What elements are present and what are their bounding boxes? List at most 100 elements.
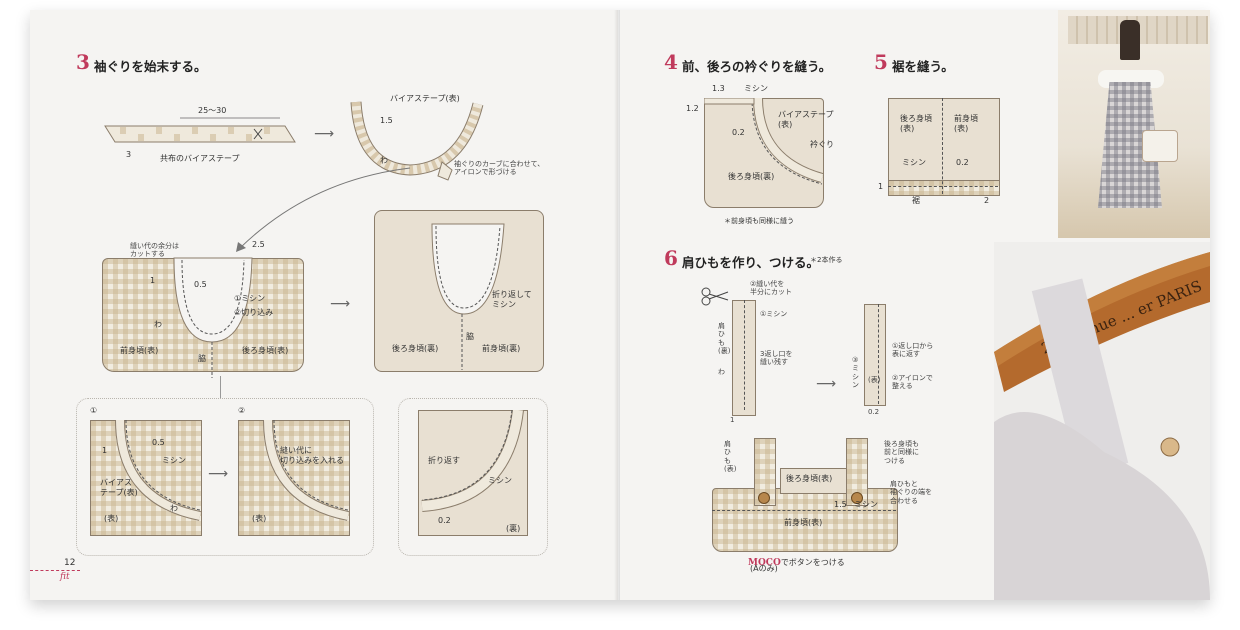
s6-sew3: ③ミシン: [852, 356, 859, 390]
arrow-right-icon: ⟶: [816, 376, 837, 392]
curved-bias-tape: [350, 101, 484, 181]
s5-d02: 0.2: [956, 158, 969, 167]
detail2-num: ②: [238, 406, 246, 415]
s4-back: 後ろ身頃(裏): [728, 172, 775, 181]
step-4-title: 前、後ろの衿ぐりを縫う。: [682, 59, 832, 74]
connector-line: [220, 376, 222, 398]
s5-fabric: [888, 98, 1000, 182]
button-left-icon: [758, 492, 770, 504]
sewing-label: ①ミシン: [234, 294, 266, 303]
inside-back: 後ろ身頃(裏): [392, 344, 439, 353]
s6b-button: でボタンをつける: [780, 558, 845, 567]
detail2-note: 縫い代に 切り込みを入れる: [280, 446, 344, 465]
detail2-front: (表): [252, 514, 267, 523]
page-number-left: 12: [64, 558, 76, 568]
right-page: 4 前、後ろの衿ぐりを縫う。 1.3 1.2 ミシン 0.2 バイアステープ (…: [620, 10, 1210, 600]
s6-front: (表): [868, 376, 881, 384]
step-6-note: ＊2本作る: [810, 256, 843, 264]
s6b-sewing: ミシン: [854, 500, 878, 509]
s6b-d15: 1.5: [834, 500, 847, 509]
dim-1: 1: [150, 276, 156, 285]
photo-hanger-closeup: 23 Avenue ... er PARIS: [994, 242, 1210, 600]
s6b-front: 前身頃(表): [784, 518, 823, 527]
s6b-strap: 肩ひも(表): [724, 440, 737, 474]
side-label: 脇: [198, 354, 206, 363]
s6b-stitch: [712, 510, 896, 511]
step-4-number: 4: [664, 50, 678, 74]
s5-front: 前身頃 (表): [954, 114, 978, 133]
s6b-strap-left: [754, 438, 776, 506]
curve-tape-label: バイアステープ(表): [390, 94, 460, 103]
s6b-align: 肩ひもと 袖ぐりの端を 合わせる: [890, 480, 932, 505]
detail3-dim: 0.2: [438, 516, 451, 525]
s5-center-stitch: [942, 98, 943, 194]
s6-strap-label: 肩ひも(裏): [718, 322, 731, 356]
trim-note: 縫い代の余分は カットする: [130, 242, 179, 259]
s5-sewing: ミシン: [902, 158, 926, 167]
curve-wa: わ: [380, 156, 388, 165]
step-6-title: 肩ひもを作り、つける。: [682, 255, 820, 270]
s4-curve: [704, 98, 824, 185]
detail-box-12: [76, 398, 374, 556]
footer-line: [30, 570, 80, 571]
inside-side: 脇: [466, 332, 474, 341]
detail1-tape: バイアス テープ(表): [100, 478, 138, 497]
inside-neckline: [431, 223, 505, 370]
s6-strap2: [864, 304, 886, 406]
fold-label: 折り返して ミシン: [492, 290, 532, 309]
front-label: 前身頃(表): [120, 346, 159, 355]
step-5-number: 5: [874, 50, 888, 74]
dim-25: 2.5: [252, 240, 265, 249]
book-spread: 3 袖ぐりを始末する。 25〜30 3 共布のバイアステープ ⟶ バイ: [30, 10, 1210, 600]
s6b-same: 後ろ身頃も 前と同様に つける: [884, 440, 919, 465]
s5-hem-stitch: [888, 186, 998, 187]
detail1-num: ①: [90, 406, 98, 415]
detail1-dim05: 0.5: [152, 438, 165, 447]
s6-d1: 1: [730, 416, 735, 424]
s4-tape: バイアステープ (表): [778, 110, 834, 129]
s6-turn: ①返し口から 表に返す: [892, 342, 934, 359]
s4-d12: 1.2: [686, 104, 699, 113]
left-page: 3 袖ぐりを始末する。 25〜30 3 共布のバイアステープ ⟶ バイ: [30, 10, 618, 600]
curved-arrow-icon: [236, 167, 411, 252]
detail1-front: (表): [104, 514, 119, 523]
s6b-moco-line: MOCOでボタンをつける: [748, 550, 845, 569]
s4-sewing: ミシン: [744, 84, 768, 93]
neckline-cutout: [173, 257, 253, 378]
back-label: 後ろ身頃(表): [242, 346, 289, 355]
s6b-aonly: (Aのみ): [750, 564, 778, 573]
s6-cut: ②縫い代を 半分にカット: [750, 280, 792, 297]
s6b-strap-right: [846, 438, 868, 506]
detail3-sewing: ミシン: [488, 476, 512, 485]
bias-width-label: 3: [126, 150, 132, 159]
hanger-illustration: 23 Avenue ... er PARIS: [994, 252, 1210, 600]
curve-dim: 1.5: [380, 116, 393, 125]
bias-caption: 共布のバイアステープ: [160, 154, 240, 163]
step-6-number: 6: [664, 246, 678, 270]
detail1-wa: わ: [170, 504, 178, 513]
detail3-curve: [421, 410, 524, 512]
s4-note: ＊前身頃も同様に縫う: [724, 217, 794, 225]
s5-d2: 2: [984, 196, 990, 205]
s6-sewing: ①ミシン: [760, 310, 788, 318]
step-3-title: 袖ぐりを始末する。: [94, 59, 207, 74]
moco-brand: MOCO: [748, 558, 781, 568]
s6b-back-fabric: [780, 468, 852, 494]
s5-d1: 1: [878, 182, 884, 191]
button-right-icon: [851, 492, 863, 504]
detail1-dim1: 1: [102, 446, 108, 455]
bag-shape: [1142, 130, 1178, 162]
curve-note: 袖ぐりのカーブに合わせて、 アイロンで形づける: [454, 160, 545, 177]
detail3-fold: 折り返す: [428, 456, 460, 465]
s6b-back: 後ろ身頃(表): [786, 474, 833, 483]
s6-iron: ②アイロンで 整える: [892, 374, 933, 391]
detail2-curve: [263, 420, 350, 521]
s6-strap1-stitch: [744, 300, 745, 410]
s5-hem-fabric: [888, 180, 1000, 196]
arrow-right-icon: ⟶: [330, 296, 351, 312]
s6-leave: 3返し口を 縫い残す: [760, 350, 793, 367]
dim-05: 0.5: [194, 280, 207, 289]
detail3-back: (裏): [506, 524, 521, 533]
s5-back: 後ろ身頃 (表): [900, 114, 932, 133]
s4-neck: 衿ぐり: [810, 140, 834, 149]
